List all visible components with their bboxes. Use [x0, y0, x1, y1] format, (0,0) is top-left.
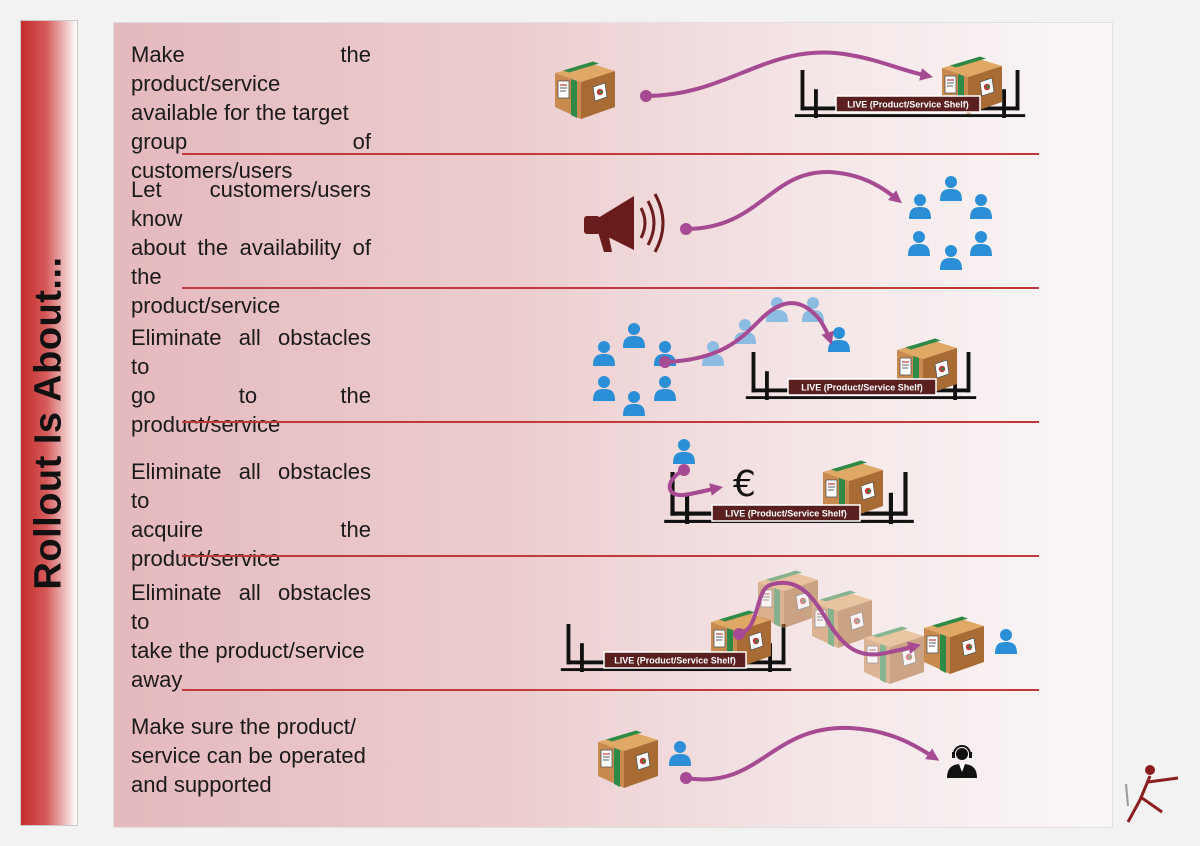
flow-arrow	[645, 50, 934, 98]
person-icon	[970, 194, 992, 219]
flow-arrow	[667, 468, 724, 498]
euro-symbol: €	[733, 464, 756, 505]
step-3-illustration: LIVE (Product/Service Shelf)	[593, 297, 977, 416]
step-6-text: Make sure the product/ service can be op…	[131, 712, 371, 799]
flow-arrow	[685, 725, 940, 782]
flow-arrow	[685, 169, 902, 231]
person-icon	[623, 391, 645, 416]
step-1-line-1: Make the product/service	[131, 42, 371, 96]
step-2-illustration	[584, 169, 992, 270]
person-icon	[940, 176, 962, 201]
box-icon	[757, 569, 819, 629]
step-2-text: Let customers/users know about the avail…	[131, 175, 371, 320]
step-1-line-3: group of customers/users	[131, 129, 371, 183]
shelf-label: LIVE (Product/Service Shelf)	[603, 651, 747, 669]
flow-arrow	[738, 580, 921, 657]
shelf-label-text: LIVE (Product/Service Shelf)	[847, 100, 969, 110]
step-6-line-3: and supported	[131, 772, 272, 797]
divider-4	[182, 555, 1039, 557]
step-5-line-2: take the product/service	[131, 638, 365, 663]
content-panel	[113, 22, 1113, 828]
step-3-text: Eliminate all obstacles to go to the pro…	[131, 323, 371, 439]
person-icon	[623, 323, 645, 348]
step-6-line-2: service can be operated	[131, 743, 366, 768]
shelf-label-text: LIVE (Product/Service Shelf)	[725, 509, 847, 519]
megaphone-icon	[584, 193, 665, 253]
step-3-line-2: go to the product/service	[131, 383, 371, 437]
person-icon	[970, 231, 992, 256]
flow-arrow	[664, 301, 834, 364]
customer-group	[908, 176, 992, 270]
customer-group	[593, 323, 676, 416]
step-1-line-2: available for the target	[131, 100, 349, 125]
person-icon	[909, 194, 931, 219]
step-2-line-1: Let customers/users know	[131, 177, 371, 231]
step-5-line-1: Eliminate all obstacles to	[131, 580, 371, 634]
person-icon	[654, 376, 676, 401]
person-icon	[940, 245, 962, 270]
step-3-line-1: Eliminate all obstacles to	[131, 325, 371, 379]
box-icon	[923, 615, 985, 675]
step-5-illustration: LIVE (Product/Service Shelf)	[560, 569, 1017, 685]
divider-3	[182, 421, 1039, 423]
shelf-label: LIVE (Product/Service Shelf)	[711, 504, 861, 522]
step-4-illustration: € LIVE (Product/Service Shelf)	[664, 439, 914, 524]
step-6-illustration	[597, 725, 977, 789]
box-icon	[597, 729, 659, 789]
shelf-label: LIVE (Product/Service Shelf)	[787, 378, 937, 396]
divider-5	[182, 689, 1039, 691]
person-icon	[669, 741, 691, 766]
person-icon	[593, 341, 615, 366]
person-icon	[673, 439, 695, 464]
step-5-text: Eliminate all obstacles to take the prod…	[131, 578, 371, 694]
step-4-line-2: acquire the product/service	[131, 517, 371, 571]
person-icon	[995, 629, 1017, 654]
step-4-text: Eliminate all obstacles to acquire the p…	[131, 457, 371, 573]
shelf-label-text: LIVE (Product/Service Shelf)	[801, 383, 923, 393]
person-icon	[593, 376, 615, 401]
step-2-line-3: product/service	[131, 293, 281, 318]
step-1-text: Make the product/service available for t…	[131, 40, 371, 185]
divider-2	[182, 287, 1039, 289]
logo-icon	[1125, 765, 1179, 823]
side-banner	[20, 20, 78, 826]
step-6-line-1: Make sure the product/	[131, 714, 357, 739]
step-5-line-3: away	[131, 667, 183, 692]
moving-box-trail	[757, 569, 925, 685]
shelf-label-text: LIVE (Product/Service Shelf)	[614, 656, 736, 666]
step-1-illustration: LIVE (Product/Service Shelf)	[554, 50, 1026, 120]
box-icon	[554, 60, 616, 120]
step-4-line-1: Eliminate all obstacles to	[131, 459, 371, 513]
support-agent-icon	[947, 745, 977, 778]
step-2-line-2: about the availability of the	[131, 235, 371, 289]
person-icon	[908, 231, 930, 256]
shelf-label: LIVE (Product/Service Shelf)	[835, 95, 981, 113]
divider-1	[182, 153, 1039, 155]
